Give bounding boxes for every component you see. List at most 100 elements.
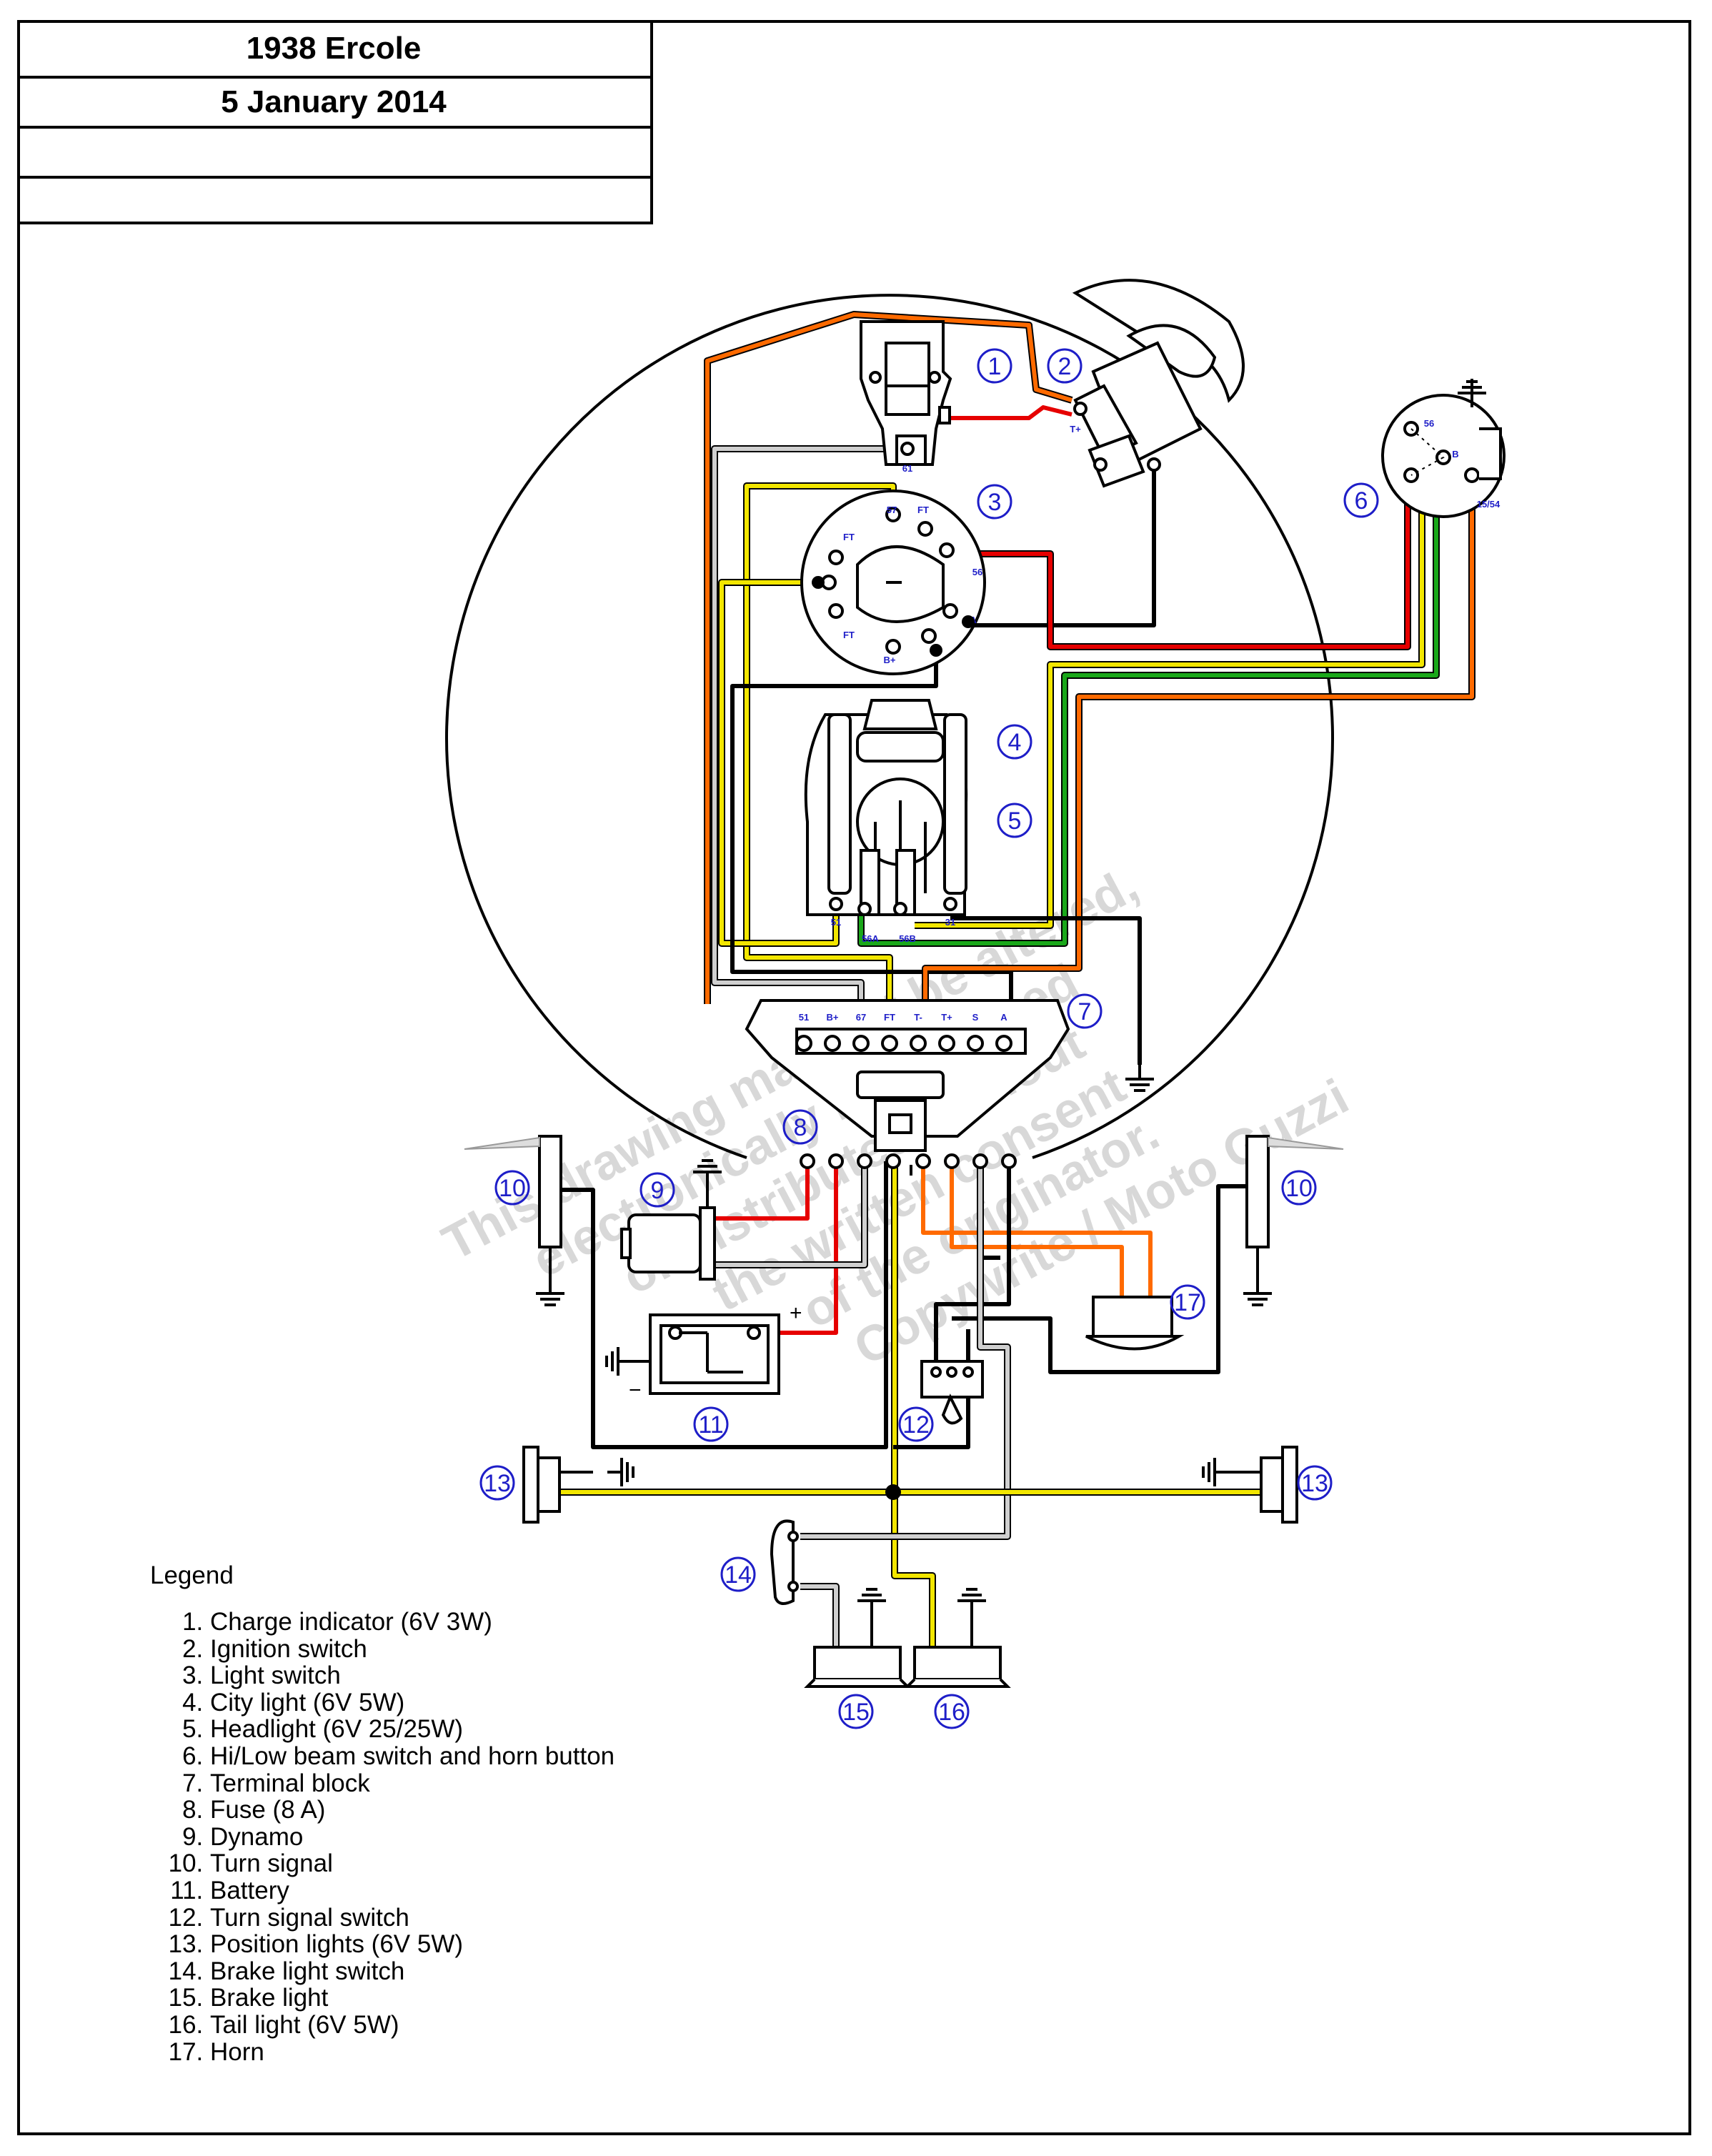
junction-dot	[812, 576, 825, 589]
dynamo	[620, 1159, 723, 1281]
pin-B+: B+	[884, 655, 896, 665]
svg-text:13: 13	[484, 1470, 511, 1497]
marker-9: 9	[639, 1172, 675, 1208]
legend-item: Horn	[210, 2038, 614, 2066]
brake-light	[804, 1588, 911, 1688]
pin-FT: FT	[843, 630, 855, 640]
pin-56A: 56A	[862, 933, 879, 944]
svg-text:10: 10	[1285, 1175, 1313, 1202]
wires	[554, 311, 1475, 1651]
pin-31: 31	[945, 917, 955, 928]
marker-3: 3	[977, 484, 1012, 520]
number-markers: 1 2 3 4 5 6 7 8 9 10 10 11 12 13 13 14 1…	[479, 348, 1379, 1729]
svg-text:9: 9	[651, 1177, 665, 1204]
junction-dot	[930, 644, 942, 657]
marker-11: 11	[693, 1406, 729, 1442]
pin-B+: B+	[827, 1012, 839, 1023]
beam-switch: 56 B 15/54	[1381, 379, 1506, 518]
legend-item: Charge indicator (6V 3W)	[210, 1609, 614, 1636]
svg-text:6: 6	[1355, 487, 1368, 515]
ignition-switch: T+	[1070, 279, 1245, 488]
turn-signal-switch	[920, 1360, 984, 1425]
pin-T+: T+	[1070, 424, 1081, 434]
legend-title: Legend	[150, 1561, 234, 1589]
svg-text:1: 1	[988, 353, 1002, 380]
horn	[1085, 1296, 1185, 1351]
pin-T+: T+	[941, 1012, 952, 1023]
marker-2: 2	[1047, 348, 1083, 384]
legend-item: Position lights (6V 5W)	[210, 1931, 614, 1958]
battery-minus-sign: −	[629, 1378, 642, 1402]
battery: + −	[605, 1301, 802, 1402]
svg-text:16: 16	[938, 1699, 965, 1726]
legend-item: Hi/Low beam switch and horn button	[210, 1743, 614, 1770]
marker-8: 8	[782, 1109, 818, 1145]
legend-item: Brake light switch	[210, 1958, 614, 1985]
legend-list: Charge indicator (6V 3W) Ignition switch…	[150, 1609, 614, 2065]
marker-15: 15	[838, 1694, 874, 1729]
pin-A: A	[1000, 1012, 1007, 1023]
light-switch: 57 FT 56 FT FT B+ A	[800, 490, 986, 675]
svg-text:15: 15	[842, 1699, 870, 1726]
marker-12: 12	[898, 1406, 934, 1442]
legend-item: Tail light (6V 5W)	[210, 2012, 614, 2039]
diagram-date: 5 January 2014	[17, 79, 650, 129]
svg-text:2: 2	[1058, 353, 1072, 380]
pin-56: 56	[1424, 418, 1434, 429]
svg-text:7: 7	[1078, 998, 1092, 1025]
legend-item: Fuse (8 A)	[210, 1797, 614, 1824]
svg-text:4: 4	[1008, 729, 1022, 756]
position-light-right	[1202, 1446, 1298, 1524]
pin-57: 57	[887, 505, 897, 515]
turn-signal-left	[464, 1135, 566, 1306]
pin-56B: 56B	[899, 933, 916, 944]
pin-B: B	[1452, 449, 1458, 459]
svg-text:5: 5	[1008, 808, 1022, 835]
svg-text:17: 17	[1174, 1289, 1201, 1316]
position-light-left	[522, 1446, 634, 1524]
legend-item: Light switch	[210, 1662, 614, 1689]
headlight-assembly: 51 56A 56B 31	[804, 699, 968, 944]
pin-51: 51	[799, 1012, 809, 1023]
legend-item: Turn signal	[210, 1850, 614, 1877]
pin-67: 67	[856, 1012, 866, 1023]
legend-item: City light (6V 5W)	[210, 1689, 614, 1717]
svg-text:12: 12	[902, 1411, 930, 1439]
legend: Legend Charge indicator (6V 3W) Ignition…	[150, 1561, 614, 2065]
marker-6: 6	[1343, 482, 1379, 518]
legend-item: Battery	[210, 1877, 614, 1904]
marker-13-right: 13	[1297, 1465, 1333, 1501]
svg-text:13: 13	[1301, 1470, 1328, 1497]
marker-17: 17	[1170, 1284, 1205, 1320]
headlamp-outline	[445, 294, 1334, 1159]
pin-FT: FT	[884, 1012, 895, 1023]
turn-signal-right	[1242, 1135, 1344, 1306]
pin-61: 61	[902, 463, 912, 474]
marker-10-right: 10	[1281, 1170, 1317, 1206]
ground-symbol	[1124, 1063, 1155, 1092]
pin-T-: T-	[914, 1012, 922, 1023]
terminal-screws	[795, 1035, 1012, 1052]
junction-dot	[885, 1484, 901, 1500]
charge-indicator: 61	[860, 320, 952, 474]
pin-S: S	[972, 1012, 979, 1023]
svg-text:10: 10	[499, 1175, 526, 1202]
fuse	[856, 1070, 945, 1152]
junction-dot	[962, 615, 975, 628]
marker-14: 14	[720, 1556, 756, 1592]
pin-FT: FT	[843, 532, 855, 542]
pin-FT: FT	[917, 505, 929, 515]
svg-text:3: 3	[988, 489, 1002, 516]
title-row-empty-1	[17, 129, 650, 179]
svg-text:14: 14	[725, 1561, 752, 1589]
pin-15-54: 15/54	[1477, 499, 1501, 510]
marker-13-left: 13	[479, 1465, 515, 1501]
pin-51: 51	[831, 917, 841, 928]
marker-7: 7	[1067, 993, 1103, 1029]
marker-5: 5	[997, 803, 1032, 838]
legend-item: Ignition switch	[210, 1635, 614, 1663]
diagram-title: 1938 Ercole	[17, 20, 650, 79]
brake-light-switch	[770, 1519, 799, 1605]
title-block: 1938 Ercole 5 January 2014	[17, 20, 653, 224]
